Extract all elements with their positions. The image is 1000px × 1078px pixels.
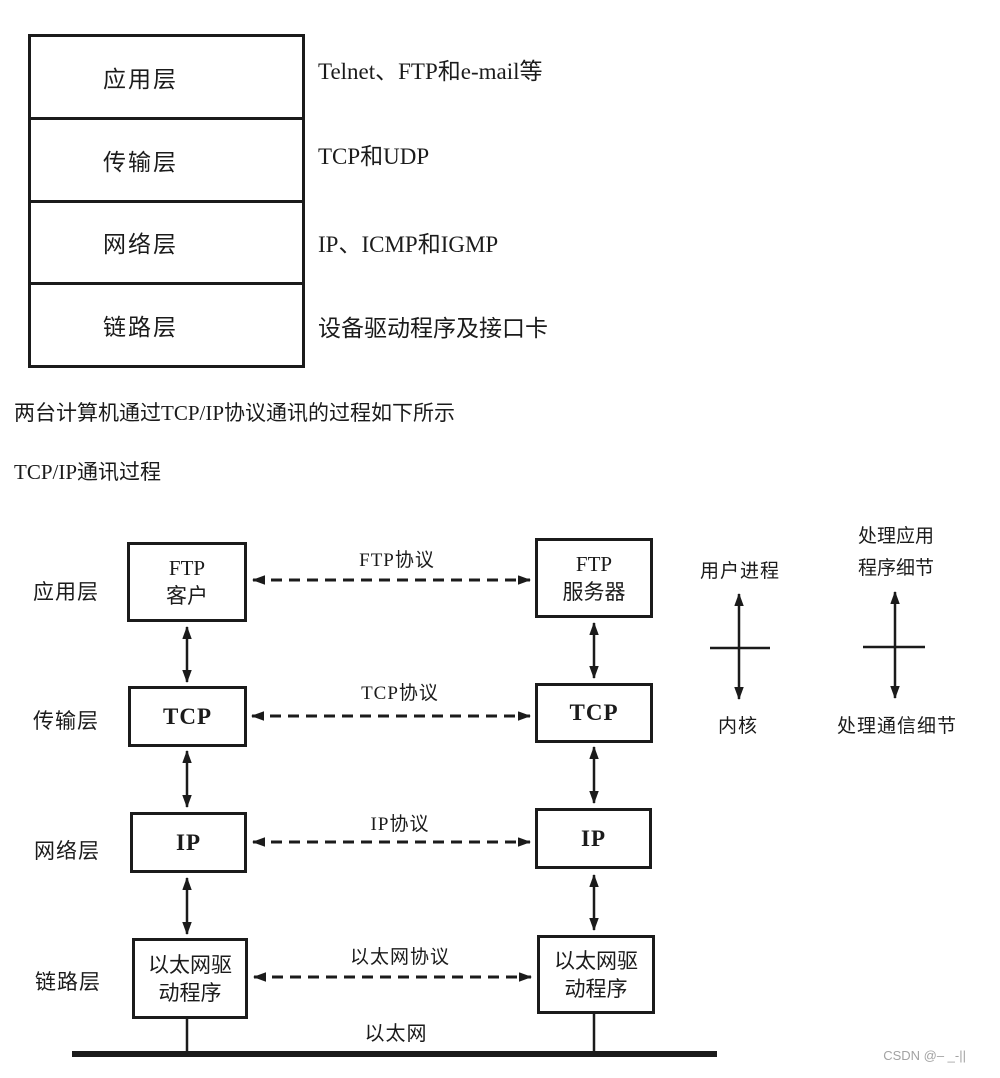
ftp-server-box: FTP 服务器 [535,538,653,618]
table-row-transport: 传输层 [31,120,302,203]
comm-details-label: 处理通信细节 [836,716,957,737]
ftp-server-line2: 服务器 [562,580,626,604]
tcp-right-label: TCP [569,700,619,725]
ftp-client-line2: 客户 [166,584,208,608]
table-row-link: 链路层 [31,285,302,365]
diagram-label-transport: 传输层 [33,709,99,733]
layer-label: 应用层 [103,66,178,92]
subtitle-paragraph: TCP/IP通讯过程 [14,460,162,484]
protocol-stack-table: 应用层 传输层 网络层 链路层 [28,34,305,368]
link-layer-description: 设备驱动程序及接口卡 [318,316,548,341]
layer-label: 网络层 [103,232,178,258]
diagram-label-link: 链路层 [35,970,101,994]
eth-driver-left-box: 以太网驱 动程序 [132,938,248,1019]
diagram-label-application: 应用层 [33,580,99,604]
tcp-left-box: TCP [128,686,247,747]
ftp-protocol-label: FTP协议 [359,550,435,571]
table-row-application: 应用层 [31,37,302,120]
diagram-label-network: 网络层 [34,839,100,863]
app-details-line2: 程序细节 [857,558,934,579]
ftp-server-line1: FTP [575,552,613,576]
transport-layer-description: TCP和UDP [318,144,430,169]
ip-protocol-label: IP协议 [370,814,430,835]
table-row-network: 网络层 [31,203,302,286]
csdn-watermark: CSDN @– _-|| [883,1048,966,1063]
intro-paragraph: 两台计算机通过TCP/IP协议通讯的过程如下所示 [14,401,456,425]
eth-driver-right-line2: 动程序 [564,976,628,1001]
ftp-client-line1: FTP [168,556,206,580]
app-details-line1: 处理应用 [857,526,934,547]
application-layer-description: Telnet、FTP和e-mail等 [318,59,543,84]
eth-driver-left-line1: 以太网驱 [148,952,232,977]
eth-driver-right-box: 以太网驱 动程序 [537,935,655,1014]
kernel-label: 内核 [717,716,758,737]
ethernet-label: 以太网 [364,1023,428,1045]
layer-label: 传输层 [103,149,178,175]
user-process-label: 用户进程 [699,561,780,582]
eth-driver-right-line1: 以太网驱 [554,948,638,973]
ip-right-box: IP [535,808,652,869]
ftp-client-box: FTP 客户 [127,542,247,622]
eth-protocol-label: 以太网协议 [349,947,450,968]
tcp-right-box: TCP [535,683,653,743]
eth-driver-left-line2: 动程序 [158,980,222,1005]
layer-label: 链路层 [103,315,178,341]
tcp-left-label: TCP [163,703,212,729]
network-layer-description: IP、ICMP和IGMP [318,232,499,257]
ip-left-box: IP [130,812,247,873]
tcp-protocol-label: TCP协议 [361,683,439,704]
app-details-label: 处理应用 程序细节 [836,521,956,585]
ip-right-label: IP [581,825,606,851]
ip-left-label: IP [176,829,201,855]
